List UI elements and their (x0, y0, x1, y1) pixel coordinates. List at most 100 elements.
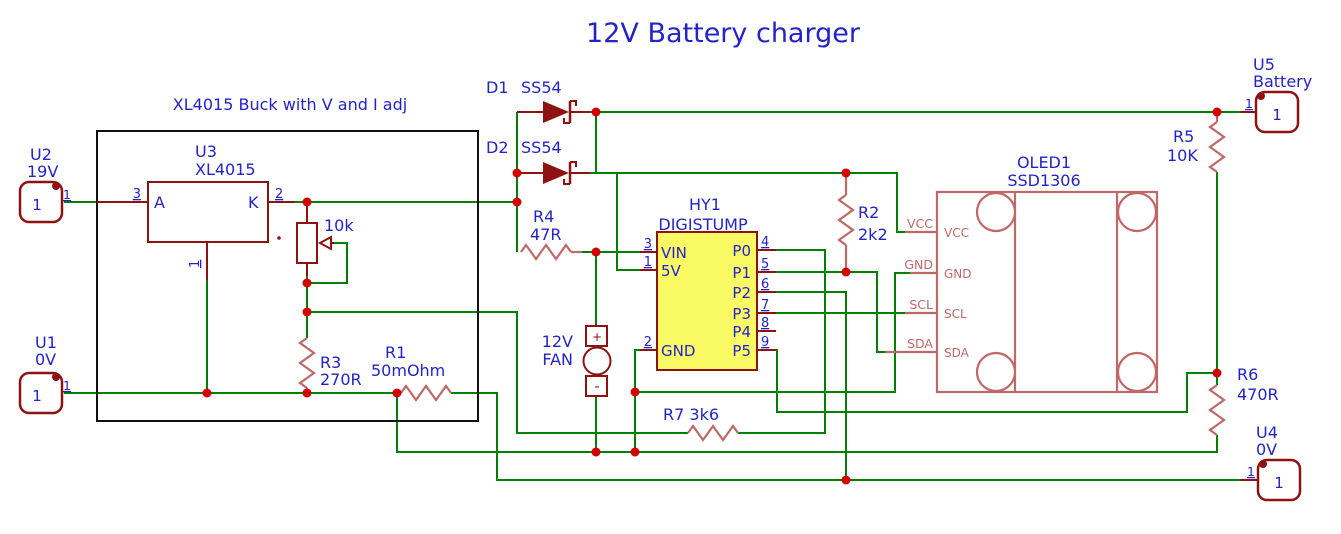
terminal-u4[interactable]: U4 0V 1 1 (1240, 423, 1302, 502)
pin-number-7: 7 (761, 298, 769, 313)
ref-label: U2 (30, 145, 52, 164)
value-label: 47R (530, 225, 561, 244)
pin-name-gnd: GND (661, 342, 695, 360)
value-label: 10k (324, 216, 354, 235)
ref-label: R6 (1237, 365, 1258, 384)
value-label: SS54 (521, 78, 562, 97)
buck-section-label: XL4015 Buck with V and I adj (173, 95, 407, 114)
pad-name-vcc: VCC (944, 226, 969, 240)
terminal-u5[interactable]: U5 Battery 1 1 (1240, 55, 1312, 134)
ref-label: HY1 (689, 195, 721, 214)
fan-minus-sign: - (594, 379, 599, 395)
pin-label-gnd: GND (904, 257, 933, 272)
resistor-r7[interactable]: R7 3k6 (663, 405, 739, 442)
terminal-symbol (18, 371, 64, 415)
pin-number-6: 6 (761, 277, 769, 292)
mount-hole-icon (1116, 351, 1158, 393)
ref-label: U3 (195, 142, 217, 161)
pin-number-9: 9 (761, 335, 769, 350)
pad-name: 1 (1272, 106, 1282, 124)
ref-label: D2 (486, 138, 509, 157)
resistor-zigzag (837, 194, 855, 246)
pin-name-p2: P2 (732, 284, 751, 302)
regulator-body (147, 181, 269, 243)
ref-label: R3 (320, 353, 341, 372)
value-label: XL4015 (195, 160, 256, 179)
pin-number-4: 4 (761, 235, 769, 250)
pin-number-3: 3 (133, 187, 141, 202)
pin-number-3: 3 (644, 237, 652, 252)
fan-minus-box (585, 375, 608, 397)
ref-label: D1 (486, 78, 509, 97)
right-pin-stubs (757, 249, 776, 351)
value-label: SS54 (521, 138, 562, 157)
ref-label: R2 (858, 203, 879, 222)
mcu-hy1[interactable]: HY1 DIGISTUMP VIN 5V GND 3 1 2 P0 P1 P2 … (640, 195, 776, 371)
resistor-r1[interactable]: R1 50mOhm (371, 343, 452, 402)
resistor-zigzag (298, 337, 316, 389)
pad-name: 1 (32, 196, 42, 214)
pin-number-2: 2 (644, 335, 652, 350)
ref-label: U5 (1253, 55, 1275, 74)
origin-mark (277, 236, 281, 240)
resistor-r4[interactable]: R4 47R (520, 207, 582, 261)
diode-d2[interactable]: D2 SS54 (486, 138, 590, 185)
pin-name-5v: 5V (661, 262, 682, 280)
net-label: 0V (35, 350, 56, 369)
terminal-u1[interactable]: U1 0V 1 1 (18, 333, 71, 415)
fan-motor-circle-icon (582, 346, 612, 376)
ref-label: OLED1 (1017, 153, 1071, 172)
display-oled1[interactable]: OLED1 SSD1306 VCC GND SCL SDA VCC GND SC… (885, 153, 1159, 394)
regulator-u3[interactable]: U3 XL4015 A K 3 2 1 (97, 142, 295, 280)
net-label: Battery (1253, 72, 1312, 91)
resistor-r2[interactable]: R2 2k2 (837, 175, 888, 270)
junction-dots (202, 107, 1222, 485)
buck-section-frame (96, 130, 479, 422)
diode-d1[interactable]: D1 SS54 (486, 78, 590, 124)
oled-body (935, 190, 1159, 394)
fan-label-2: FAN (542, 350, 573, 369)
terminal-symbol (1254, 90, 1300, 134)
pot-wiper-arrow-icon (317, 235, 332, 251)
mount-hole-icon (1116, 191, 1158, 233)
pin-name-p3: P3 (732, 305, 751, 323)
mount-hole-icon (975, 191, 1017, 233)
fan-motor[interactable]: + - 12V FAN (542, 325, 612, 397)
ref-label: R5 (1173, 127, 1194, 146)
pin-number: 1 (1245, 96, 1253, 111)
mcu-body (656, 231, 758, 371)
value-label: 470R (1237, 385, 1279, 404)
pin-number-8: 8 (761, 316, 769, 331)
terminal-symbol (18, 180, 64, 224)
pin-name-p4: P4 (732, 323, 751, 341)
resistor-r3[interactable]: R3 270R (298, 337, 362, 393)
pot-body (296, 222, 318, 264)
ref-label: U1 (35, 333, 57, 352)
pin-number-2: 2 (275, 187, 283, 202)
pin-label-vcc: VCC (907, 216, 933, 231)
pin-name-k: K (248, 193, 259, 212)
schottky-hooks-icon (563, 100, 577, 124)
potentiometer-10k[interactable]: 10k (296, 202, 354, 276)
pin-name-p0: P0 (732, 242, 751, 260)
value-label: 50mOhm (371, 361, 445, 380)
pad-name: 1 (32, 387, 42, 405)
pad-name: 1 (1274, 474, 1284, 492)
terminal-origin-dot (52, 373, 60, 381)
resistor-r5[interactable]: R5 10K (1167, 114, 1226, 173)
pin-number: 1 (63, 187, 71, 202)
label: R7 3k6 (663, 405, 719, 424)
resistor-zigzag (520, 243, 572, 261)
terminal-u2[interactable]: U2 19V 1 1 (18, 145, 71, 224)
pad-name-gnd: GND (944, 267, 972, 281)
value-label: 10K (1167, 146, 1198, 165)
terminal-symbol (1256, 458, 1302, 502)
mount-hole-icon (975, 351, 1017, 393)
terminal-origin-dot (1259, 460, 1267, 468)
oled-inner-lines (1013, 192, 1119, 392)
diode-triangle-icon (543, 101, 569, 123)
left-pin-stubs (640, 251, 657, 351)
resistor-r6[interactable]: R6 470R (1208, 365, 1279, 436)
diode-triangle-icon (543, 162, 569, 184)
